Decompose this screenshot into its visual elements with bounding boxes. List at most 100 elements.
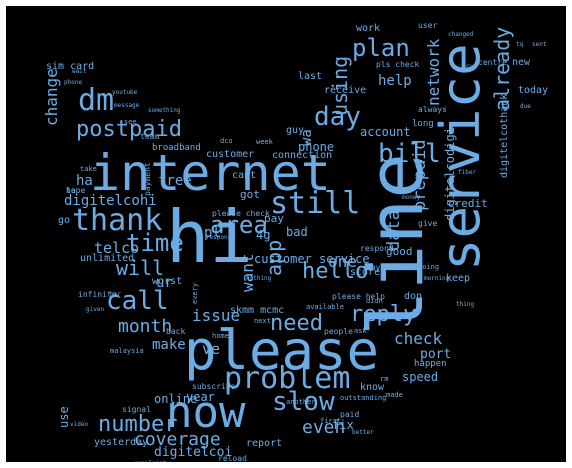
cloud-word: due xyxy=(520,103,531,110)
cloud-word: thing xyxy=(456,301,475,308)
cloud-word: fix xyxy=(332,418,354,432)
cloud-word: receive xyxy=(324,85,367,96)
cloud-word: 4g xyxy=(256,228,271,242)
cloud-word: week xyxy=(256,138,273,146)
cloud-word: always xyxy=(418,105,447,114)
cloud-word: rm xyxy=(380,375,389,383)
cloud-word: new xyxy=(512,57,531,68)
cloud-word: postpaid xyxy=(76,117,182,142)
cloud-word: wait xyxy=(72,68,87,75)
cloud-word: money xyxy=(402,194,421,201)
cloud-word: free xyxy=(158,173,192,189)
cloud-word: please check xyxy=(212,209,270,218)
cloud-word: check xyxy=(394,329,443,348)
cloud-word: centre xyxy=(478,58,507,67)
cloud-word: hi xyxy=(166,195,253,279)
cloud-word: given xyxy=(86,306,105,313)
cloud-word: digitelcohi xyxy=(64,193,157,209)
cloud-word: use xyxy=(57,406,71,428)
cloud-word: please help xyxy=(332,292,385,301)
cloud-word: plan xyxy=(352,34,410,62)
cloud-word: help xyxy=(378,73,412,89)
cloud-word: give xyxy=(418,219,438,228)
cloud-word: hello xyxy=(302,259,369,284)
cloud-word: available xyxy=(306,303,344,311)
cloud-word: internet xyxy=(90,144,331,202)
cloud-word: store xyxy=(350,267,381,278)
cloud-word: year xyxy=(186,390,215,404)
cloud-word: hope xyxy=(66,186,86,195)
cloud-word: one xyxy=(328,252,357,271)
cloud-word: next xyxy=(254,317,271,325)
cloud-word: infinite xyxy=(78,290,117,299)
cloud-word: customer xyxy=(206,149,255,160)
cloud-word: area xyxy=(210,211,268,239)
cloud-word: please xyxy=(184,319,380,382)
cloud-word: going xyxy=(418,263,440,271)
cloud-word: guy xyxy=(286,125,305,136)
cloud-word: today xyxy=(518,85,549,96)
cloud-word: month xyxy=(118,316,173,337)
cloud-word: telco xyxy=(94,239,140,257)
cloud-word: know xyxy=(360,382,385,393)
cloud-word: signal xyxy=(122,405,151,414)
cloud-word: la xyxy=(66,186,76,195)
cloud-word: day xyxy=(314,102,361,132)
cloud-word: even xyxy=(302,417,346,438)
cloud-word: work xyxy=(356,23,381,34)
cloud-word: subscribe xyxy=(192,382,236,391)
cloud-word: respond xyxy=(360,244,394,253)
cloud-word: tq xyxy=(516,41,524,48)
cloud-word: another xyxy=(286,398,316,406)
cloud-word: home xyxy=(212,332,229,340)
cloud-word: good xyxy=(386,245,413,258)
cloud-word: skmm mcmc xyxy=(230,305,285,316)
cloud-word: nothing xyxy=(246,275,272,282)
cloud-word: port xyxy=(420,347,452,362)
cloud-word: something xyxy=(148,107,181,114)
cloud-word: still xyxy=(270,186,361,221)
cloud-word: youtube xyxy=(112,89,138,96)
cloud-word: didn xyxy=(366,297,383,305)
cloud-word: made xyxy=(386,391,403,399)
cloud-word: change xyxy=(42,68,61,126)
cloud-word: go xyxy=(58,215,71,226)
cloud-word: bad xyxy=(286,225,308,239)
cloud-word: coverage xyxy=(134,429,221,450)
cloud-word: slow xyxy=(272,387,335,417)
cloud-word: online xyxy=(154,392,198,406)
cloud-word: see xyxy=(124,118,137,126)
cloud-word: may know xyxy=(366,263,405,272)
cloud-word: ur xyxy=(156,275,173,291)
cloud-word: time xyxy=(126,229,184,257)
cloud-word: customer service xyxy=(254,252,370,266)
cloud-word: video xyxy=(70,421,89,428)
cloud-word: message xyxy=(114,102,140,109)
cloud-word: digitelcothank xyxy=(499,93,510,178)
cloud-word: report xyxy=(246,438,283,449)
cloud-word: pl xyxy=(204,225,221,241)
cloud-word: don xyxy=(404,291,423,302)
cloud-word: take xyxy=(80,165,97,173)
cloud-word: account xyxy=(360,125,411,139)
cloud-word: bill xyxy=(378,139,441,169)
cloud-word: long xyxy=(412,119,434,129)
cloud-word: paid xyxy=(340,410,360,419)
cloud-word: credit xyxy=(448,197,488,210)
cloud-word: happen xyxy=(414,359,447,369)
cloud-word: complaint xyxy=(134,461,167,463)
cloud-word: malaysia xyxy=(110,347,144,355)
cloud-word: digitelcoi xyxy=(154,445,233,460)
cloud-word: will xyxy=(116,256,165,280)
cloud-word: network xyxy=(424,38,443,106)
cloud-word: pls check xyxy=(376,60,420,69)
cloud-word: people xyxy=(324,327,353,336)
cloud-word: better xyxy=(352,429,374,436)
cloud-word: keep xyxy=(446,273,471,284)
cloud-word: user xyxy=(418,21,438,30)
cloud-word: unlimited xyxy=(80,253,135,264)
cloud-word: got xyxy=(240,188,260,201)
cloud-word: dco xyxy=(220,137,233,145)
cloud-word: make xyxy=(152,337,186,353)
cloud-word: need xyxy=(270,311,323,336)
